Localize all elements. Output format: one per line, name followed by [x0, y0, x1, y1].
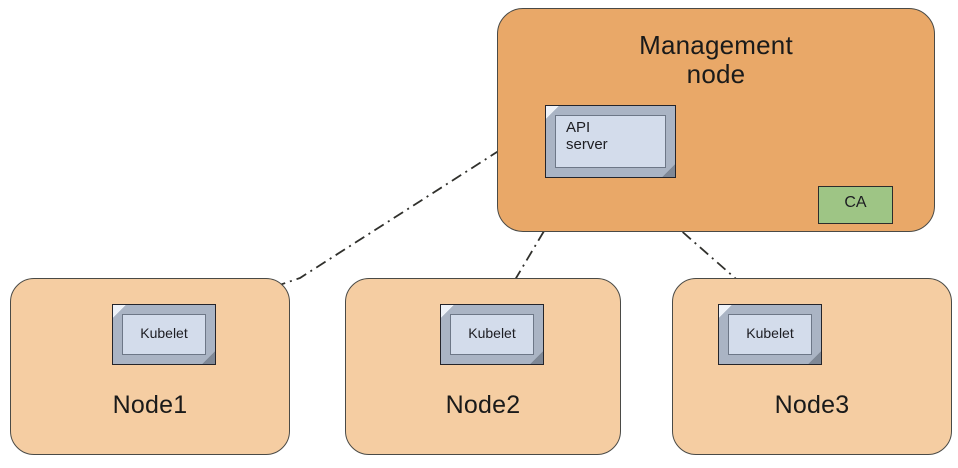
worker-node-2-label: Node2 [445, 391, 521, 419]
api-server-box[interactable]: API server [545, 105, 676, 178]
kubelet-3-label: Kubelet [746, 325, 794, 341]
api-server-label: API server [566, 119, 608, 154]
worker-node-3-label: Node3 [774, 391, 850, 419]
worker-node-1-group[interactable]: Node1 [10, 278, 290, 455]
management-node-label: Management node [639, 30, 793, 90]
ca-front-face [818, 186, 893, 224]
kubelet-box-node-3[interactable]: Kubelet [718, 304, 822, 365]
kubelet-2-label: Kubelet [468, 325, 516, 341]
worker-node-1-label: Node1 [112, 391, 188, 419]
kubelet-1-label: Kubelet [140, 325, 188, 341]
ca-label: CA [844, 194, 867, 211]
ca-box[interactable]: CA [818, 172, 910, 225]
kubelet-box-node-1[interactable]: Kubelet [112, 304, 216, 365]
kubelet-box-node-2[interactable]: Kubelet [440, 304, 544, 365]
